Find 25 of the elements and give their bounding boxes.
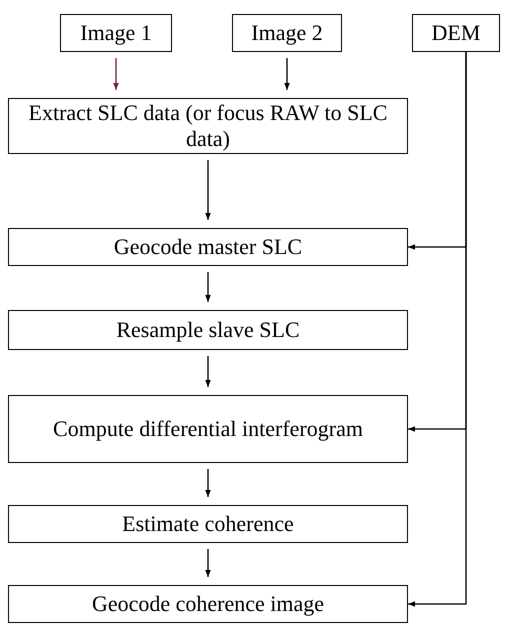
- node-label: Image 1: [80, 20, 152, 46]
- input-box: [60, 14, 172, 52]
- arrow: [205, 549, 211, 577]
- node-label: Geocode master SLC: [114, 234, 302, 260]
- arrow: [408, 52, 467, 607]
- node-label: Image 2: [251, 20, 323, 46]
- node-label: Compute differential interferogram: [53, 416, 363, 442]
- node-label: DEM: [432, 20, 480, 46]
- process-box: [8, 395, 408, 463]
- process-box: [8, 585, 408, 623]
- node-label: Extract SLC data (or focus RAW to SLC data): [28, 100, 388, 152]
- arrow: [284, 58, 290, 90]
- process-box: [8, 228, 408, 266]
- arrow: [205, 160, 211, 220]
- arrow: [205, 356, 211, 387]
- process-box: [8, 505, 408, 543]
- arrow: [113, 58, 119, 90]
- arrow: [205, 469, 211, 497]
- process-box: [8, 310, 408, 350]
- node-label: Estimate coherence: [122, 510, 294, 538]
- node-label: Resample slave SLC: [116, 316, 300, 344]
- node-label: Geocode coherence image: [92, 590, 324, 618]
- input-box: [232, 14, 342, 52]
- arrow: [205, 272, 211, 302]
- data-box: [412, 14, 500, 52]
